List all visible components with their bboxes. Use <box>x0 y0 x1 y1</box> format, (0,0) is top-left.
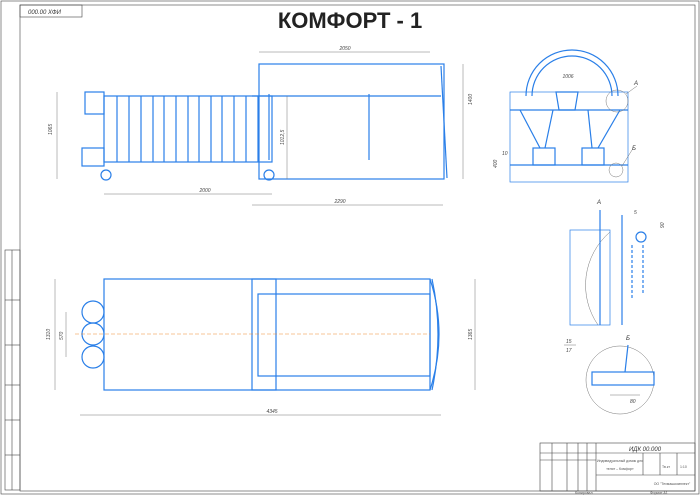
dim-10: 10 <box>502 151 508 157</box>
dim-570: 570 <box>59 331 65 340</box>
callout-15: 15 <box>566 339 572 345</box>
side-view: 2050 1400 1065 1012,5 2000 2290 <box>48 46 474 206</box>
designation: ИДК 00.000 <box>629 447 662 453</box>
dim-1310: 1310 <box>46 329 52 340</box>
dim-90: 90 <box>660 222 666 228</box>
mass: Тв.кт <box>662 465 670 469</box>
detail-a: А 5 90 <box>569 200 666 326</box>
detail-b-label: Б <box>626 336 630 342</box>
dim-4345: 4345 <box>266 409 277 415</box>
plan-view: 1310 570 1365 4345 <box>46 278 476 416</box>
dim-1006: 1006 <box>562 74 573 80</box>
dim-80: 80 <box>630 399 636 405</box>
drawing-frame <box>19 4 696 492</box>
detail-a-label: А <box>596 200 601 206</box>
format-label: Формат А1 <box>650 491 668 495</box>
dim-5: 5 <box>634 210 637 216</box>
title-block: ИДК 00.000 Индивидуальный домик для теля… <box>539 442 696 495</box>
dim-1400: 1400 <box>468 94 474 105</box>
dim-2000: 2000 <box>198 188 210 194</box>
callout-17: 17 <box>566 348 572 354</box>
product-name-2: телят – Комфорт <box>606 467 634 471</box>
detail-b: Б 15 17 80 <box>564 336 655 415</box>
copied-label: Копировал <box>575 491 593 495</box>
left-margin-stamps <box>4 249 21 491</box>
corner-stamp: 000.00 ХФИ <box>28 10 62 16</box>
dim-1365: 1365 <box>468 329 474 340</box>
front-view: А Б 1006 400 10 <box>493 49 638 183</box>
dim-1012-5: 1012,5 <box>280 129 286 145</box>
callout-a: А <box>633 81 638 87</box>
dim-2290: 2290 <box>333 199 345 205</box>
dim-2050: 2050 <box>338 46 350 52</box>
drawing-title: КОМФОРТ - 1 <box>278 8 422 33</box>
dim-1065: 1065 <box>48 124 54 135</box>
callout-b: Б <box>632 146 636 152</box>
corner-stamp-box <box>19 4 83 18</box>
scale: 1:10 <box>680 465 687 469</box>
product-name-1: Индивидуальный домик для <box>597 459 643 463</box>
dim-400: 400 <box>493 159 499 168</box>
organization: ОО "Техмашкомплект" <box>654 482 691 486</box>
